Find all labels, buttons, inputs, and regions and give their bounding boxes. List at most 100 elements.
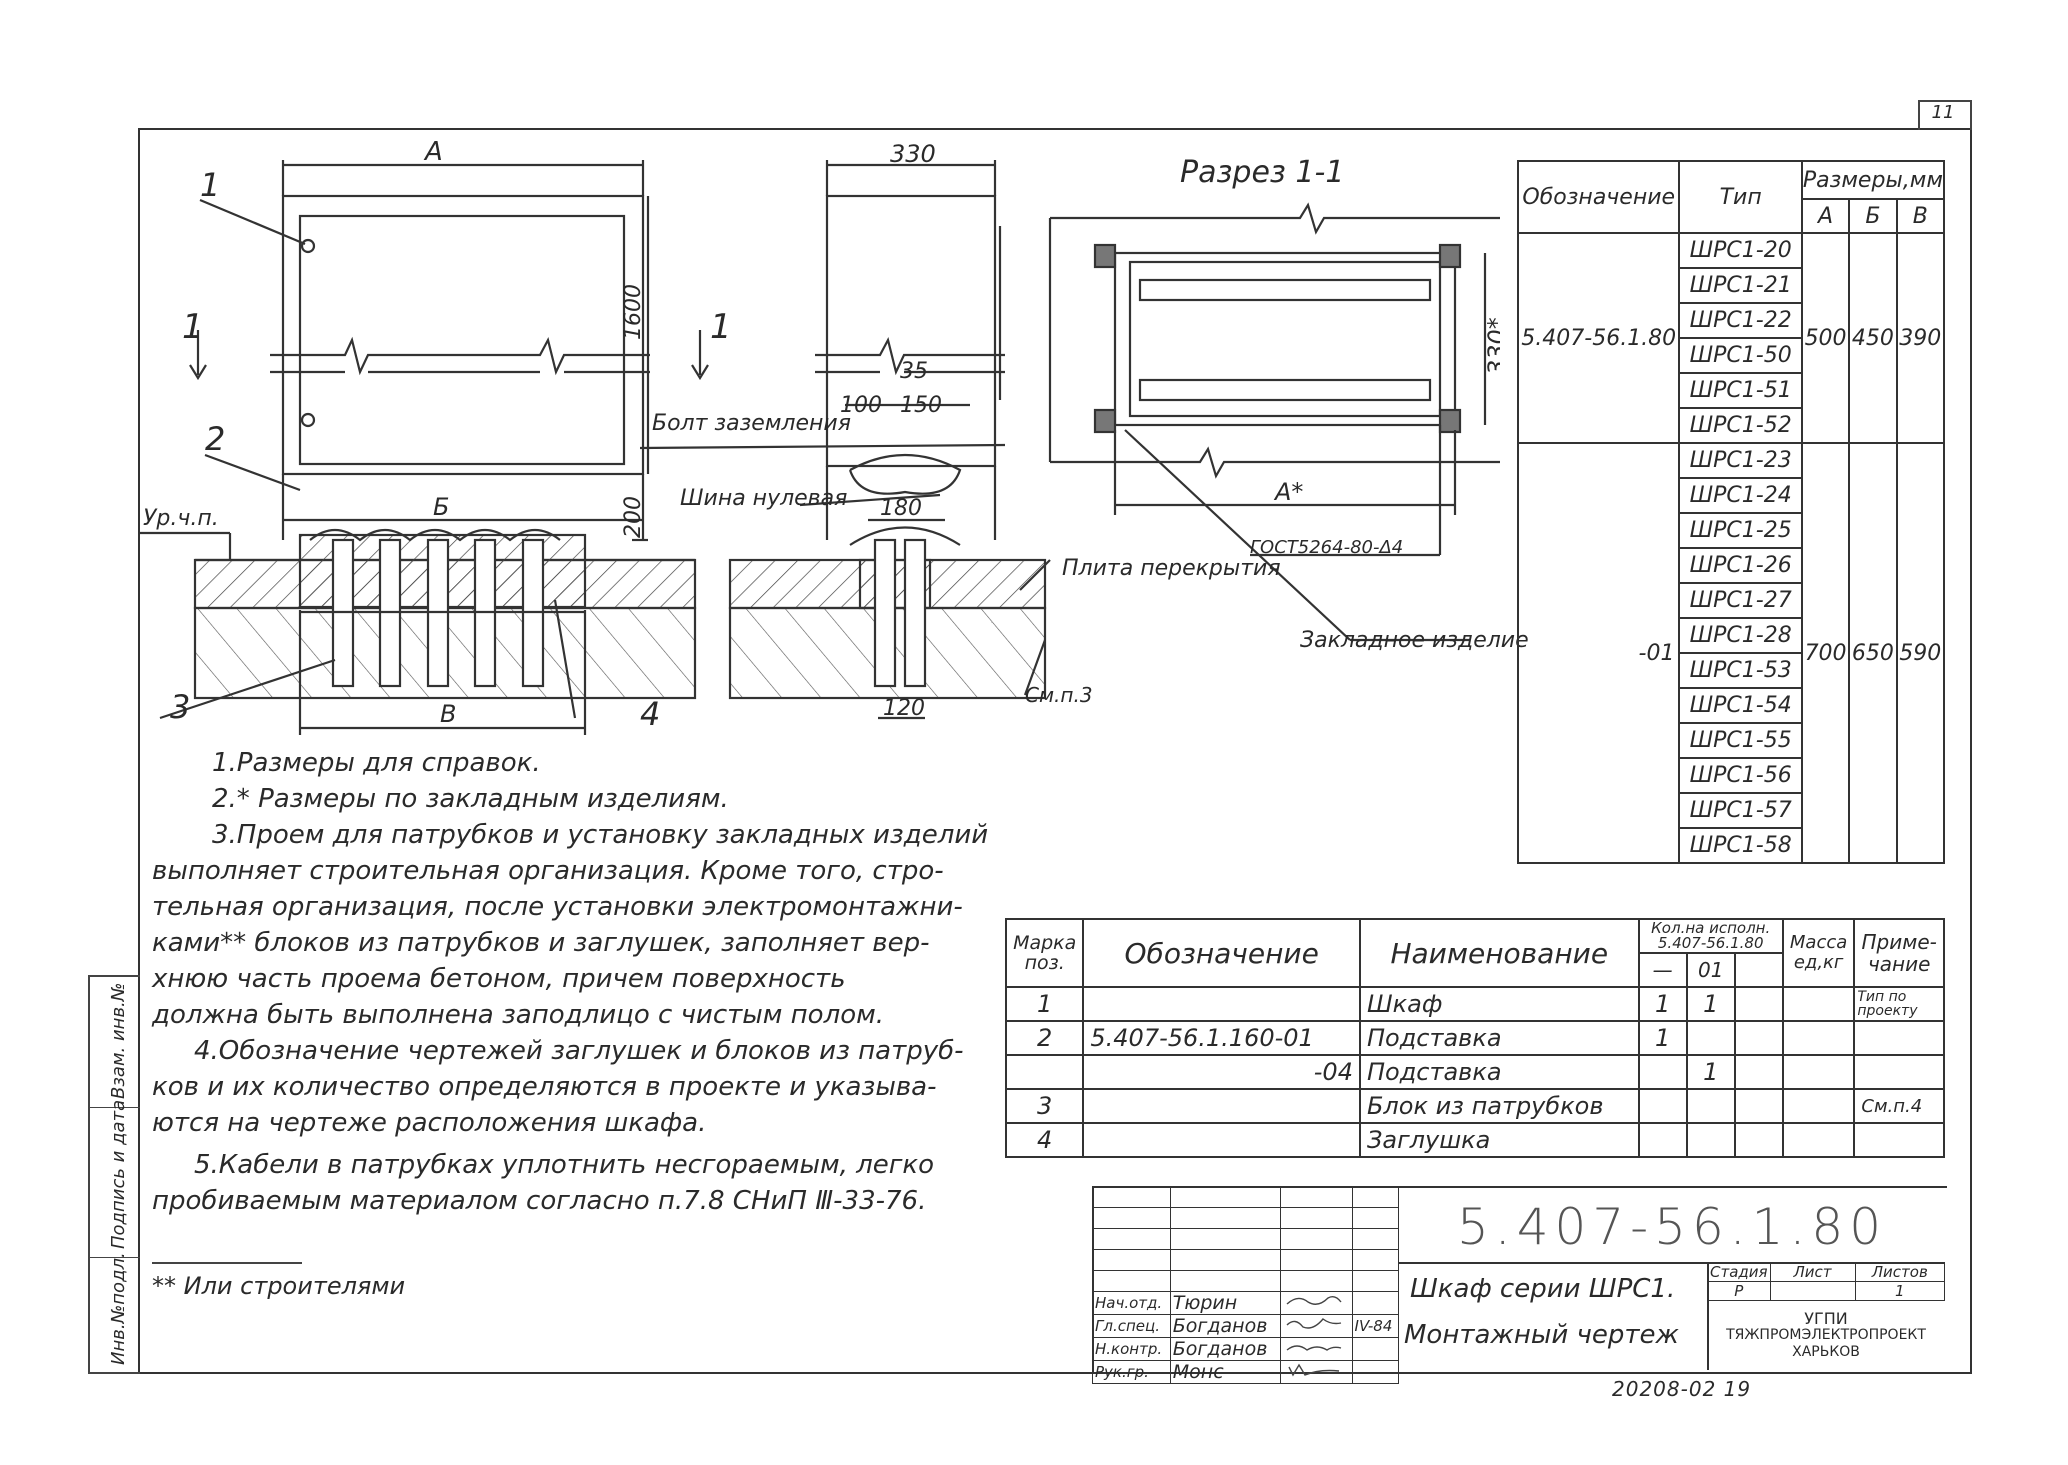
spec-designation: -04: [1082, 1054, 1361, 1090]
dim-height-label: 1600: [621, 284, 646, 340]
drawing-frame: [138, 128, 1972, 1374]
type-cell: ШРС1-52: [1678, 407, 1803, 444]
type-group-2-a: 700: [1800, 442, 1851, 864]
spec-header-qty-01: 01: [1685, 952, 1736, 988]
tb-person: Богданов: [1169, 1314, 1281, 1338]
spec-mass: [1781, 986, 1856, 1022]
type-table-header-a: А: [1800, 198, 1851, 234]
stage-table: Стадия Лист Листов Р 1: [1707, 1262, 1946, 1301]
tb-signature: [1279, 1360, 1353, 1384]
tb-role: Гл.спец.: [1092, 1314, 1171, 1338]
type-table-header-b: Б: [1848, 198, 1898, 234]
sheet-label: Лист: [1769, 1262, 1856, 1282]
type-cell: ШРС1-20: [1678, 232, 1803, 269]
note-line: тельная организация, после установки эле…: [152, 892, 963, 922]
spec-name: Блок из патрубков: [1358, 1088, 1640, 1124]
tb-person: Богданов: [1169, 1337, 1281, 1361]
spec-designation: [1082, 1088, 1361, 1124]
tb-person: Тюрин: [1169, 1291, 1281, 1315]
tb-date: [1351, 1360, 1400, 1384]
spec-name: Подставка: [1358, 1020, 1640, 1056]
tb-signature: [1279, 1337, 1353, 1361]
type-group-2-b: 650: [1848, 442, 1898, 864]
spec-name: Шкаф: [1358, 986, 1640, 1022]
type-cell: ШРС1-25: [1678, 512, 1803, 549]
spec-q2: 1: [1685, 1054, 1736, 1090]
section-mark-left: 1: [182, 307, 204, 347]
dim-b-label: Б: [433, 493, 449, 521]
spec-header-qty: Кол.на исполн. 5.407-56.1.80: [1637, 918, 1784, 954]
note-line: хнюю часть проема бетоном, причем поверх…: [152, 964, 846, 994]
section-dim-330: 330*: [1483, 317, 1500, 375]
note-line: ков и их количество определяются в проек…: [152, 1072, 937, 1102]
spec-header-mass: Масса ед,кг: [1781, 918, 1856, 988]
dim-base-label: 200: [621, 496, 646, 538]
title-line-2: Монтажный чертеж: [1404, 1320, 1679, 1350]
note-line: выполняет строительная организация. Кром…: [152, 856, 944, 886]
type-cell: ШРС1-54: [1678, 687, 1803, 724]
dim-120-label: 120: [883, 696, 925, 721]
type-cell: ШРС1-58: [1678, 827, 1803, 864]
ground-bolt-label: Болт заземления: [652, 411, 851, 436]
spec-mass: [1781, 1122, 1856, 1158]
spec-q1: [1637, 1054, 1688, 1090]
spec-table: Марка поз. Обозначение Наименование Кол.…: [1004, 918, 1945, 1158]
type-table-header-v: В: [1895, 198, 1946, 234]
spec-q1: 1: [1637, 1020, 1688, 1056]
type-cell: ШРС1-24: [1678, 477, 1803, 514]
type-cell: ШРС1-23: [1678, 442, 1803, 479]
tb-role: Нач.отд.: [1092, 1291, 1171, 1315]
spec-name: Заглушка: [1358, 1122, 1640, 1158]
tb-signature: [1279, 1291, 1353, 1315]
type-cell: ШРС1-28: [1678, 617, 1803, 654]
neutral-bus-label: Шина нулевая: [680, 486, 848, 511]
spec-q2: 1: [1685, 986, 1736, 1022]
title-cell: [1399, 1262, 1709, 1370]
tb-date: IV-84: [1351, 1314, 1400, 1338]
spec-mark: 4: [1004, 1122, 1085, 1158]
spec-header-qty-dash: —: [1637, 952, 1688, 988]
org-line-3: ХАРЬКОВ: [1792, 1344, 1860, 1360]
tb-role: Рук.гр.: [1092, 1360, 1171, 1384]
footnote: ** Или строителями: [152, 1272, 406, 1300]
note-line: ются на чертеже расположения шкафа.: [152, 1108, 707, 1138]
type-table-header-type: Тип: [1678, 160, 1803, 234]
type-cell: ШРС1-57: [1678, 792, 1803, 829]
spec-mark: 2: [1004, 1020, 1085, 1056]
cabinet-front: [281, 194, 645, 476]
spec-mark: 3: [1004, 1088, 1085, 1124]
embedded-label: Закладное изделие: [1300, 628, 1529, 653]
page-number: 11: [1931, 102, 1955, 123]
type-group-2-v: 590: [1895, 442, 1946, 864]
spec-header-name: Наименование: [1358, 918, 1640, 988]
gost-label: ГОСТ5264-80-Δ4: [1250, 537, 1403, 558]
note-line: 2.* Размеры по закладным изделиям.: [212, 784, 729, 814]
spec-header-mark: Марка поз.: [1004, 918, 1085, 988]
dim-v-label: В: [440, 700, 456, 728]
level-label: Ур.ч.п.: [143, 506, 219, 531]
title-block-signatures: Нач.отд. Тюрин Гл.спец. Богданов IV-84 Н…: [1092, 1186, 1400, 1384]
section-mark-right: 1: [710, 307, 732, 347]
type-group-1-v: 390: [1895, 232, 1946, 444]
doc-code-cell: [1399, 1186, 1945, 1264]
spec-designation: 5.407-56.1.160-01: [1082, 1020, 1361, 1056]
note-line: ками** блоков из патрубков и заглушек, з…: [152, 928, 930, 958]
bottom-code: 20208-02 19: [1612, 1377, 1752, 1401]
spec-mass: [1781, 1088, 1856, 1124]
spec-mark: [1004, 1054, 1085, 1090]
type-cell: ШРС1-51: [1678, 372, 1803, 409]
type-table-header-designation: Обозначение: [1516, 160, 1681, 234]
dim-330-label: 330: [890, 140, 936, 168]
callout-1: 1: [200, 166, 220, 204]
dim-35-label: 35: [900, 359, 928, 384]
dim-a-label: А: [423, 137, 443, 167]
spec-q1: [1637, 1122, 1688, 1158]
organization: УГПИ ТЯЖПРОМЭЛЕКТРОПРОЕКТ ХАРЬКОВ: [1707, 1310, 1945, 1361]
spec-q1: [1637, 1088, 1688, 1124]
sheets-label: Листов: [1854, 1262, 1946, 1282]
callout-2: 2: [205, 420, 225, 458]
org-line-2: ТЯЖПРОМЭЛЕКТРОПРОЕКТ: [1726, 1327, 1926, 1343]
type-cell: ШРС1-56: [1678, 757, 1803, 794]
spec-note: См.п.4: [1853, 1088, 1945, 1124]
org-line-1: УГПИ: [1804, 1309, 1848, 1328]
